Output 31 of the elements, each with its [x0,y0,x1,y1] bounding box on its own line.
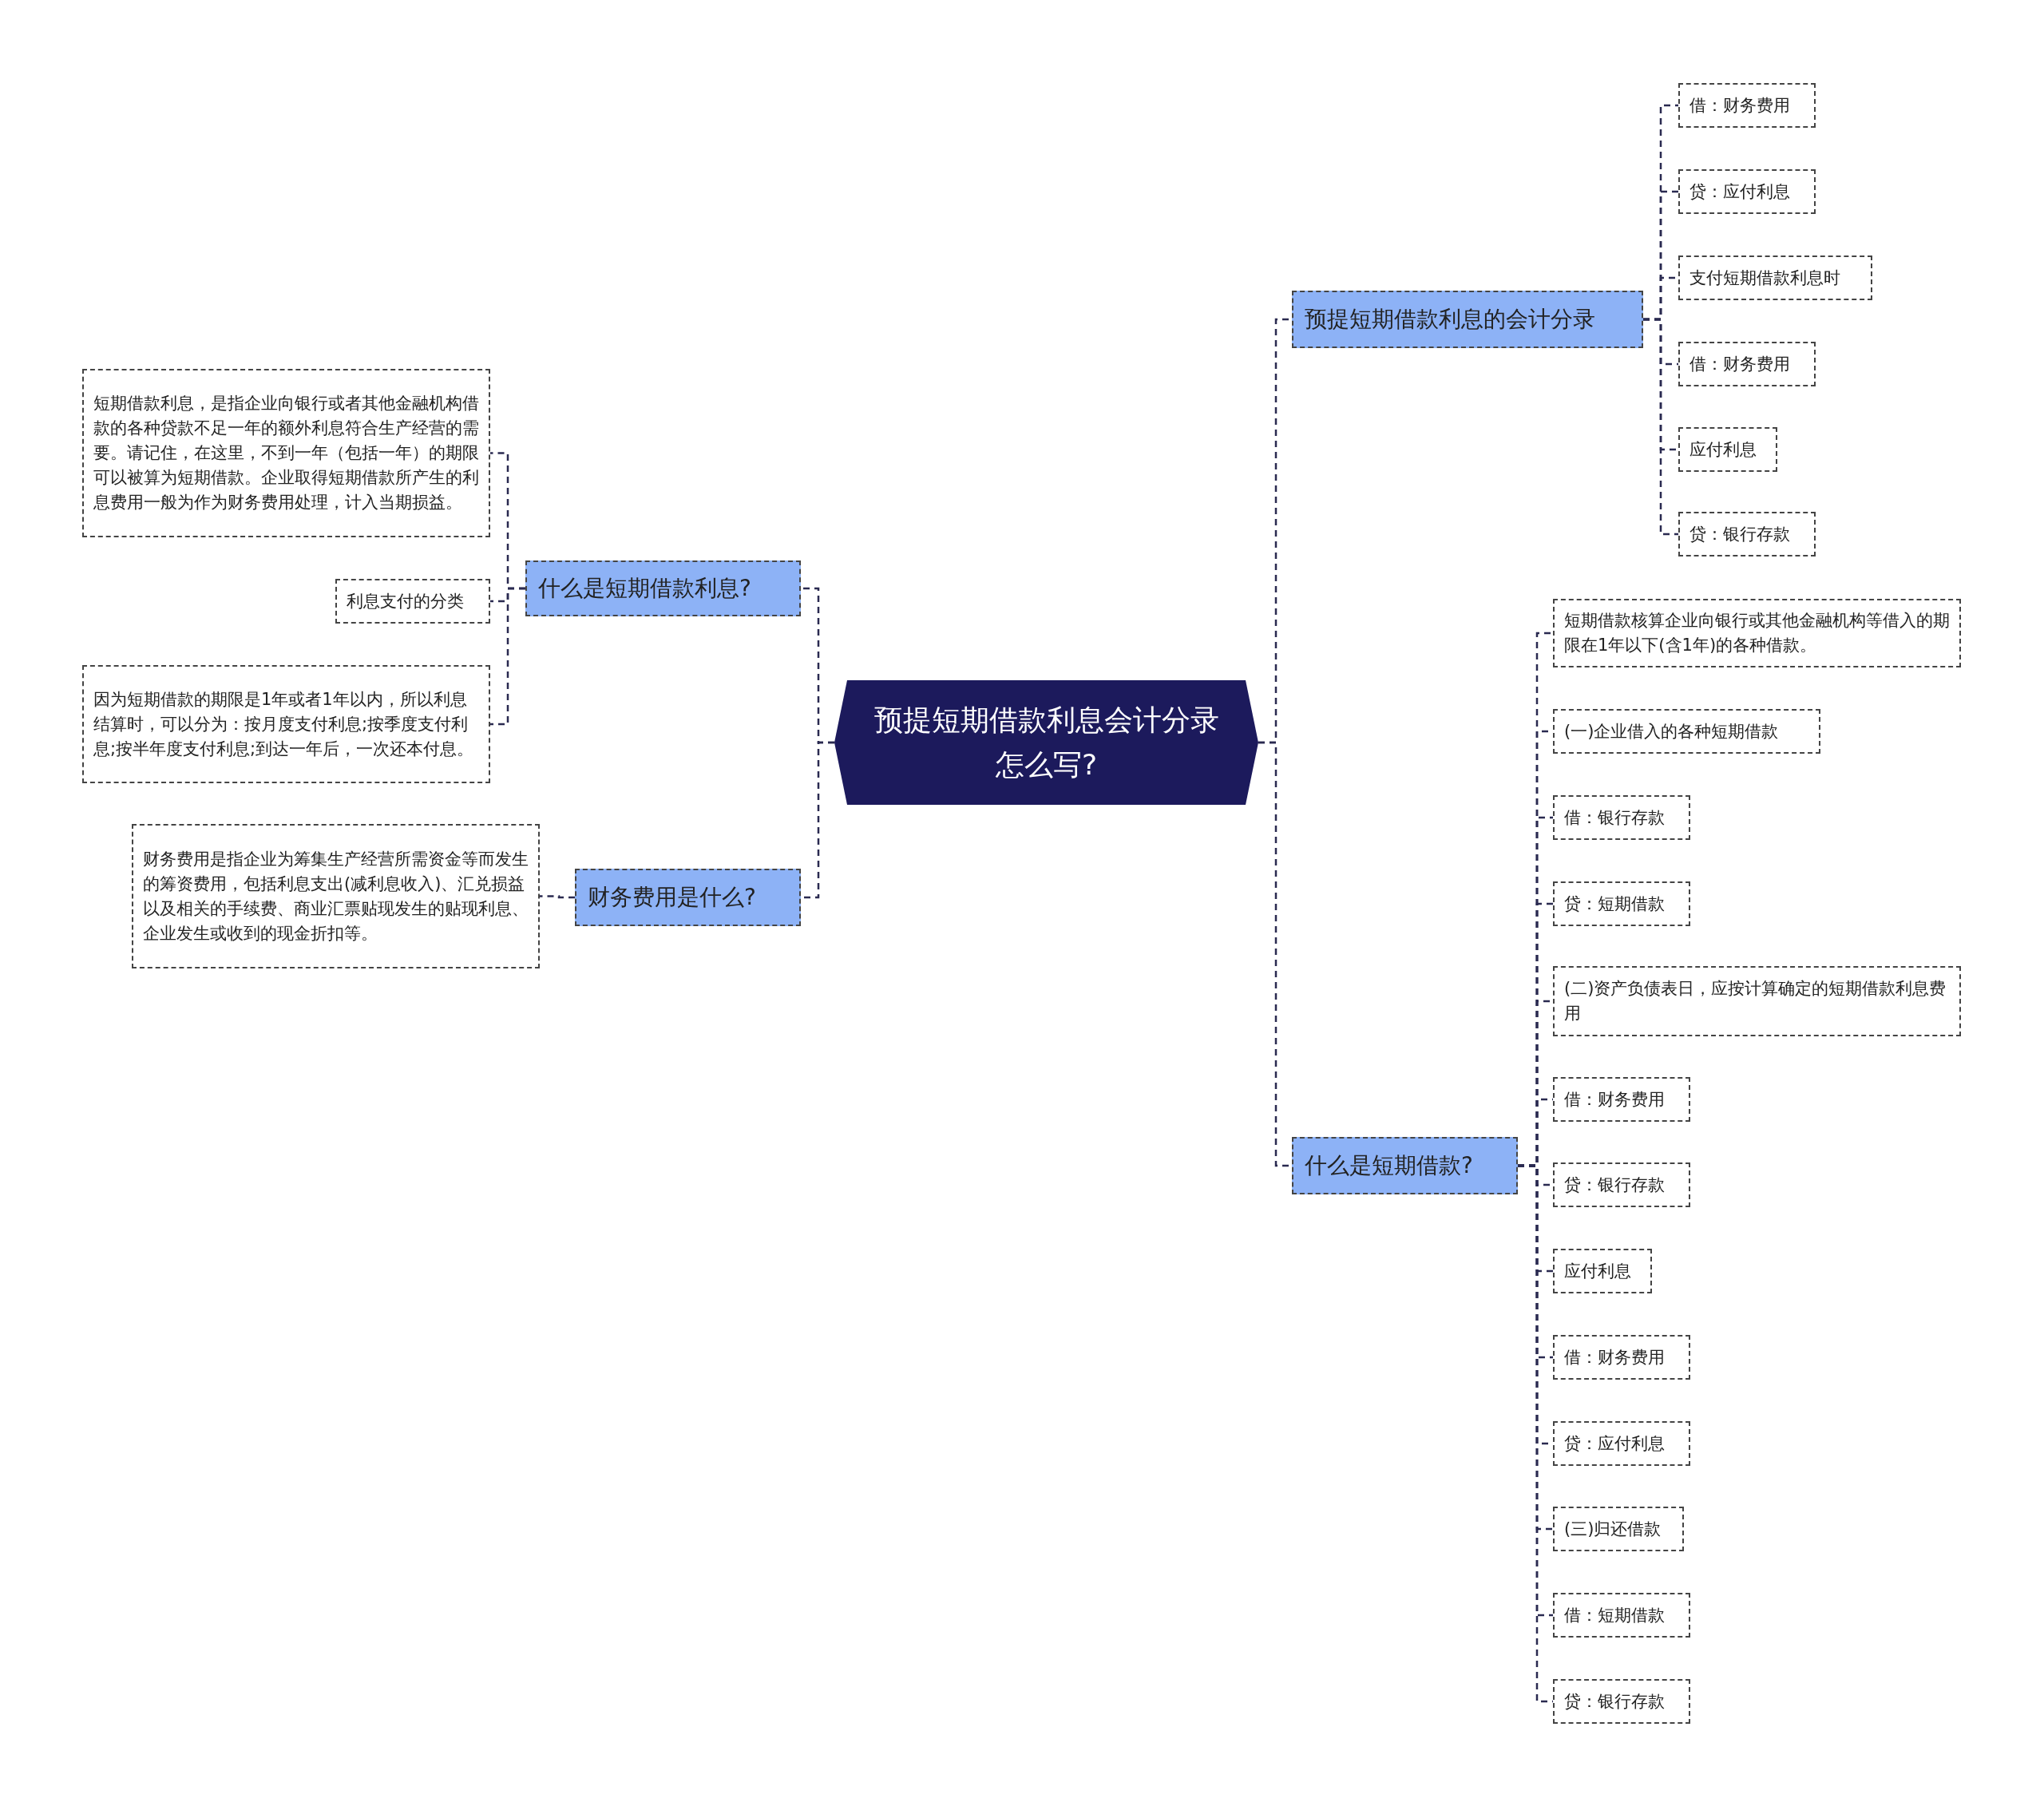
subtopic-box: 借：财务费用 [1553,1077,1690,1122]
subtopic-box: 短期借款核算企业向银行或其他金融机构等借入的期限在1年以下(含1年)的各种借款。 [1553,599,1961,667]
subtopic-box: 贷：银行存款 [1678,512,1816,556]
subtopic-box: 支付短期借款利息时 [1678,255,1872,300]
subtopic-box: 借：短期借款 [1553,1593,1690,1638]
subtopic-box: 借：财务费用 [1553,1335,1690,1380]
topic-box: 什么是短期借款? [1292,1137,1518,1194]
topic-box: 财务费用是什么? [575,869,801,926]
topic-box: 什么是短期借款利息? [525,560,801,616]
subtopic-box: 因为短期借款的期限是1年或者1年以内，所以利息结算时，可以分为：按月度支付利息;按季度支付利息;按半年度支付利息;到达一年后，一次还本付息。 [82,665,490,783]
subtopic-box: (一)企业借入的各种短期借款 [1553,709,1820,754]
subtopic-box: 贷：应付利息 [1553,1421,1690,1466]
subtopic-box: 贷：银行存款 [1553,1679,1690,1724]
central-topic-hexagon: 预提短期借款利息会计分录怎么写? [834,680,1258,805]
subtopic-box: 应付利息 [1678,427,1777,472]
subtopic-box: 借：财务费用 [1678,342,1816,386]
subtopic-box: (二)资产负债表日，应按计算确定的短期借款利息费用 [1553,966,1961,1036]
subtopic-box: 借：财务费用 [1678,83,1816,128]
connector-line [1643,318,1678,536]
connector-line [490,587,525,726]
subtopic-box: 财务费用是指企业为筹集生产经营所需资金等而发生的筹资费用，包括利息支出(减利息收入)、汇兑损益以及相关的手续费、商业汇票贴现发生的贴现利息、企业发生或收到的现金折扣等。 [132,824,540,968]
subtopic-box: 利息支付的分类 [335,579,490,624]
subtopic-box: 贷：短期借款 [1553,881,1690,926]
subtopic-box: 贷：银行存款 [1553,1162,1690,1207]
subtopic-box: 应付利息 [1553,1249,1652,1293]
subtopic-box: (三)归还借款 [1553,1507,1684,1551]
subtopic-box: 短期借款利息，是指企业向银行或者其他金融机构借款的各种贷款不足一年的额外利息符合生产经营的需要。请记住，在这里，不到一年（包括一年）的期限可以被算为短期借款。企业取得短期借款所产生的利息费用一般为作为财务费用处理，计入当期损益。 [82,369,490,537]
subtopic-box: 借：银行存款 [1553,795,1690,840]
topic-box: 预提短期借款利息的会计分录 [1292,291,1643,348]
subtopic-box: 贷：应付利息 [1678,169,1816,214]
connector-line [540,895,575,899]
